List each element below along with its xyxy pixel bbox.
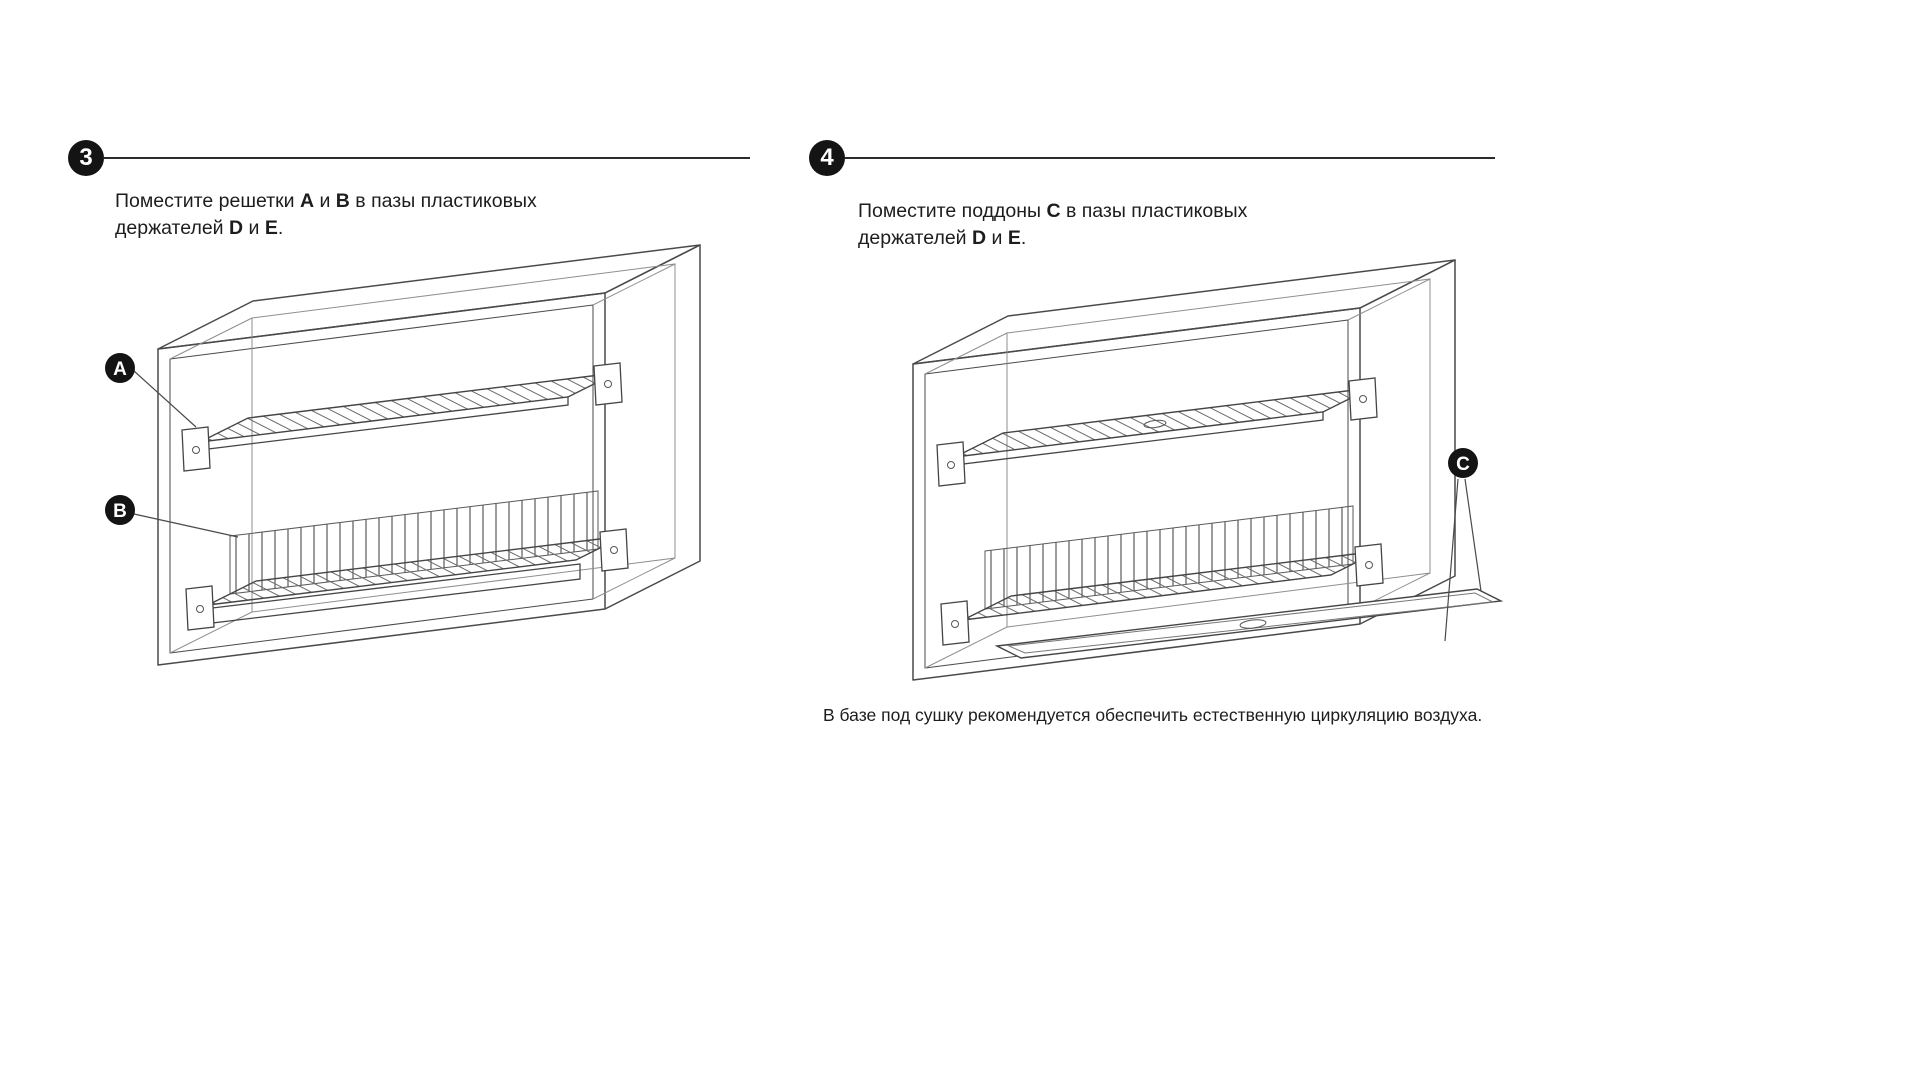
bracket-hole xyxy=(604,380,612,388)
label-a-text: A xyxy=(113,359,127,380)
instr-text: Поместите поддоны xyxy=(858,200,1047,222)
upper-rack xyxy=(936,377,1378,487)
step4-number: 4 xyxy=(820,144,834,171)
part-ref-d: D xyxy=(228,217,244,240)
cabinet-interior xyxy=(924,278,1431,669)
bracket-hole xyxy=(947,461,955,469)
label-b-leader xyxy=(133,513,239,538)
cabinet-box xyxy=(157,244,701,666)
bracket-hole xyxy=(610,546,618,554)
step3-rule xyxy=(104,157,750,159)
instr-text: и xyxy=(314,190,336,212)
upper-rack xyxy=(181,362,623,472)
bracket-hole xyxy=(196,605,204,613)
label-c-text: C xyxy=(1456,454,1470,475)
label-b-text: B xyxy=(113,501,127,522)
bracket-hole xyxy=(951,620,959,628)
bracket-hole xyxy=(1365,561,1373,569)
instr-text: . xyxy=(277,217,284,240)
instr-text: в пазы пластиковых держателей xyxy=(858,200,1248,250)
step4-figure: C xyxy=(912,259,1504,681)
lower-rack xyxy=(940,505,1384,646)
label-c-leader xyxy=(1444,478,1482,642)
instr-text: и xyxy=(986,227,1008,250)
part-ref-e: E xyxy=(264,217,278,240)
label-a-badge: A xyxy=(105,353,135,383)
instr-text: . xyxy=(1020,227,1027,250)
instr-text: Поместите решетки xyxy=(115,190,300,212)
step3-figure: A B xyxy=(105,244,701,666)
cabinet-box xyxy=(912,259,1456,681)
step3-badge: 3 xyxy=(68,140,104,176)
part-ref-a: A xyxy=(299,190,315,212)
instr-text: в пазы пластиковых держателей xyxy=(115,190,537,240)
bracket-hole xyxy=(1359,395,1367,403)
part-ref-b: B xyxy=(335,190,350,212)
tray-oval xyxy=(1239,619,1267,629)
bracket-hole xyxy=(192,446,200,454)
part-ref-d: D xyxy=(971,227,987,250)
step4-badge: 4 xyxy=(809,140,845,176)
label-c-badge: C xyxy=(1448,448,1478,478)
cabinet-interior xyxy=(169,263,676,654)
step3-number: 3 xyxy=(79,144,93,171)
label-b-badge: B xyxy=(105,495,135,525)
step4-rule xyxy=(845,157,1495,159)
part-ref-e: E xyxy=(1007,227,1021,250)
ventilation-note: В базе под сушку рекомендуется обеспечит… xyxy=(823,705,1483,725)
drip-tray xyxy=(994,588,1504,659)
step4-instruction: Поместите поддоны C в пазы пластиковых д… xyxy=(858,198,1308,253)
rack-vent-oval xyxy=(1143,419,1167,429)
lower-rack xyxy=(185,490,629,631)
step3-instruction: Поместите решетки A и B в пазы пластиков… xyxy=(115,188,565,243)
label-a-leader xyxy=(133,370,197,428)
instr-text: и xyxy=(243,217,265,240)
part-ref-c: C xyxy=(1046,200,1061,222)
